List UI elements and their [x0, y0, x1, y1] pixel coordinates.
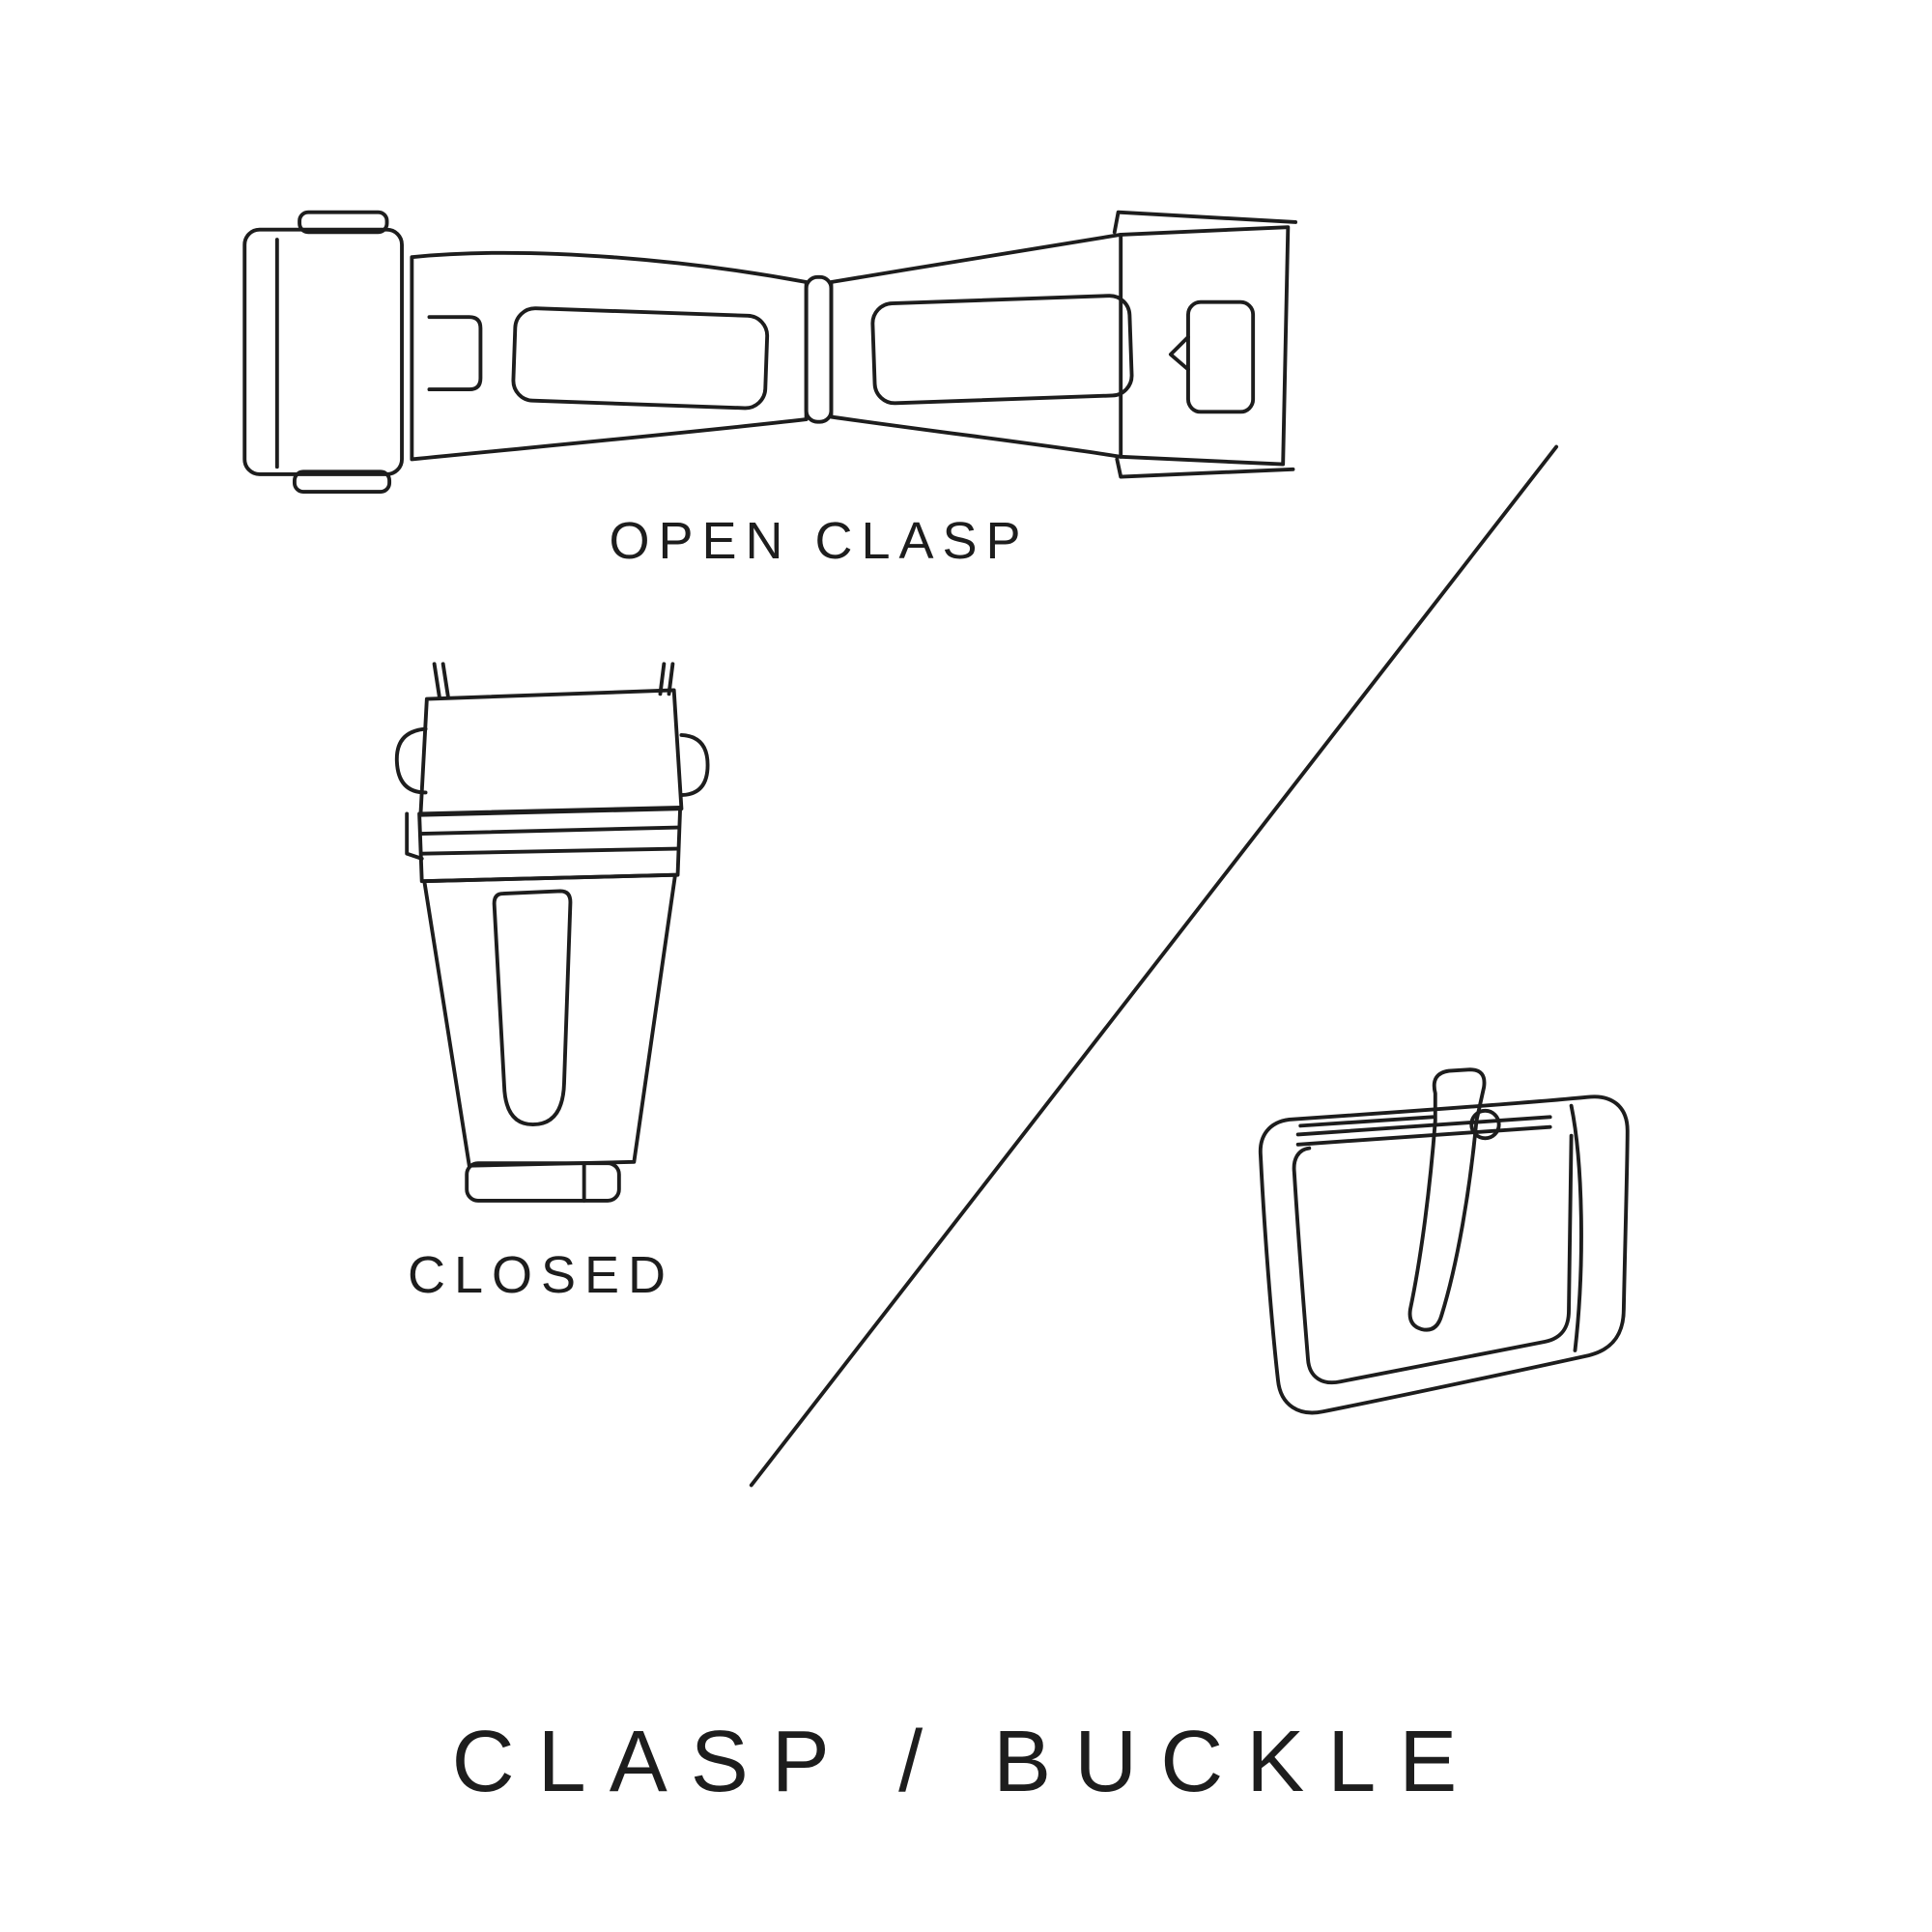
open-clasp-right-arm: [829, 210, 1298, 479]
closed-clasp-band: [417, 805, 683, 884]
buckle-inner-opening: [1292, 1133, 1574, 1385]
open-clasp-hinge: [804, 274, 834, 424]
open-clasp-left-arm: [410, 250, 809, 462]
open-clasp-drawing: [242, 210, 1298, 494]
open-clasp-left-link: [242, 210, 404, 494]
open-clasp-caption: OPEN CLASP: [609, 512, 1030, 570]
closed-clasp-drawing: [394, 662, 710, 1203]
closed-clasp-body: [422, 872, 677, 1168]
closed-clasp-caption: CLOSED: [407, 1246, 675, 1304]
closed-clasp-left-tab: [394, 726, 428, 795]
closed-clasp-right-tab: [679, 733, 710, 797]
diagonal-divider: [749, 444, 1559, 1488]
buckle-frame: [1258, 1094, 1630, 1415]
buckle-drawing: [1258, 1067, 1630, 1415]
buckle-tongue: [1407, 1067, 1487, 1332]
closed-clasp-left-prong: [432, 662, 450, 698]
page-title: CLASP / BUCKLE: [451, 1714, 1481, 1810]
closed-clasp-top-box: [418, 688, 684, 817]
buckle-tongue-coil: [1469, 1108, 1501, 1141]
closed-clasp-base: [465, 1161, 621, 1203]
buckle-bar: [1295, 1115, 1552, 1137]
